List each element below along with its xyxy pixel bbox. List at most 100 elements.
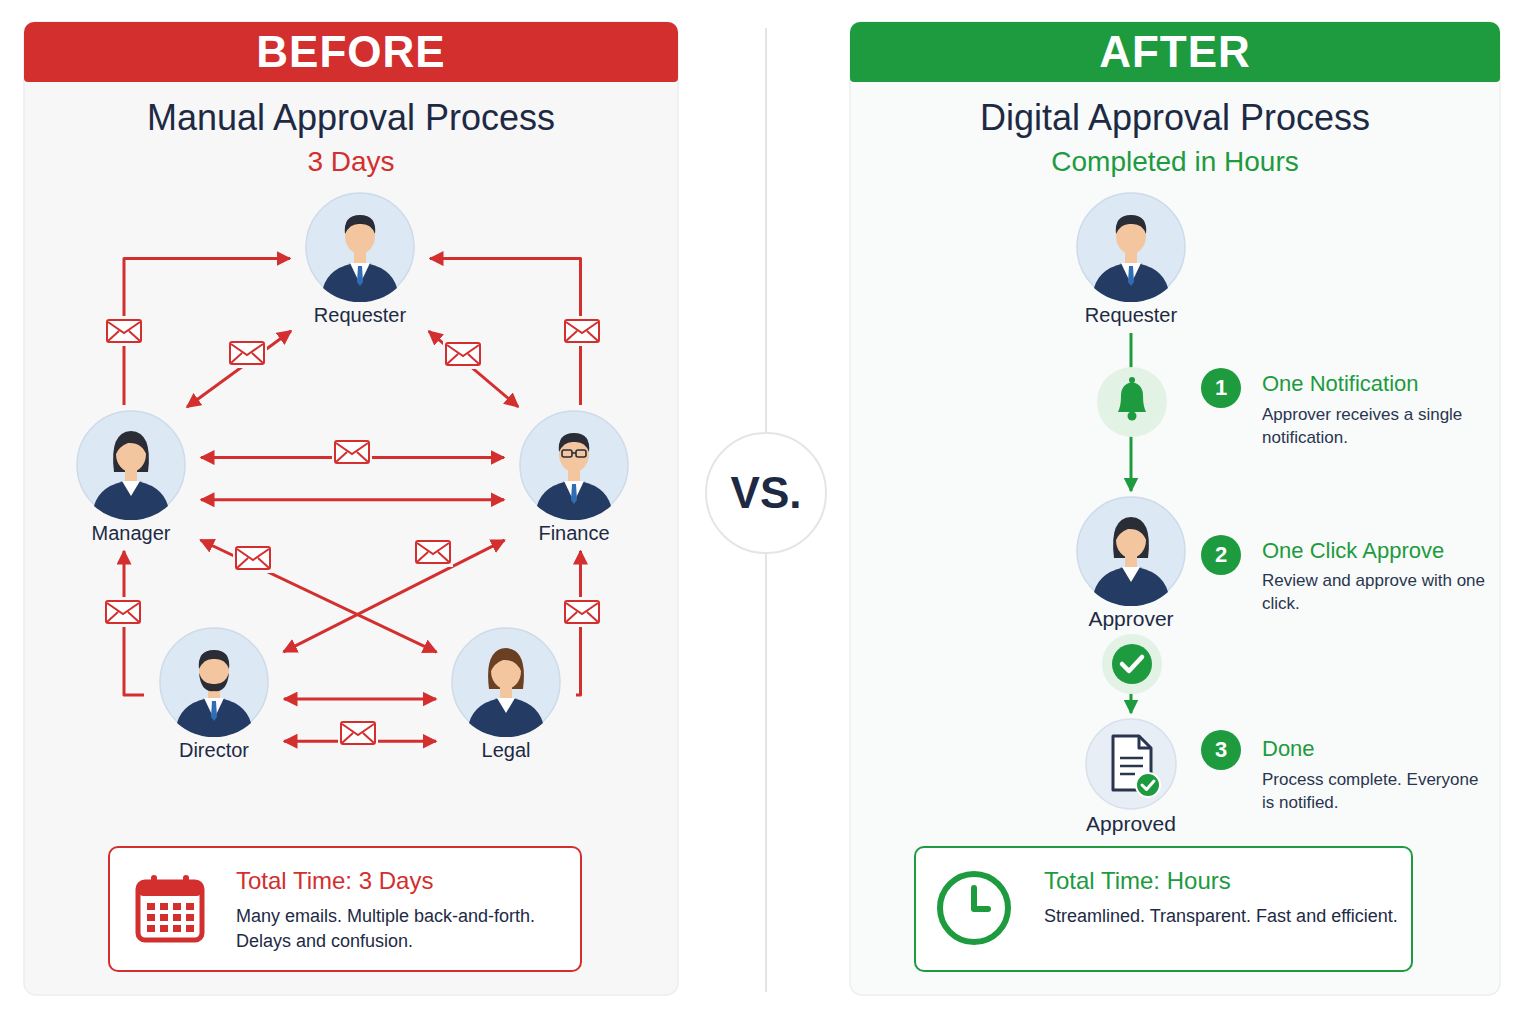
person-label: Requester bbox=[295, 302, 425, 328]
bell-shape bbox=[1118, 382, 1146, 412]
calendar-part bbox=[173, 914, 181, 921]
avatar-part bbox=[537, 480, 611, 520]
bell-top bbox=[1129, 377, 1135, 383]
summary-heading: Total Time: Hours bbox=[1044, 866, 1231, 896]
avatar-part bbox=[211, 701, 217, 721]
bell-icon bbox=[1097, 367, 1167, 437]
envelope-icon bbox=[413, 537, 453, 567]
avatar-part bbox=[490, 651, 522, 673]
panel-subtitle: Completed in Hours bbox=[850, 144, 1500, 180]
step-description: Process complete. Everyone is notified. bbox=[1262, 768, 1494, 814]
clock-part bbox=[940, 874, 1008, 942]
calendar-part bbox=[173, 903, 181, 910]
summary-body: Many emails. Multiple back-and-forth. De… bbox=[236, 904, 570, 954]
avatar-part bbox=[1094, 262, 1168, 302]
calendar-part bbox=[147, 903, 155, 910]
avatar-part bbox=[469, 697, 543, 737]
avatar-part bbox=[94, 480, 168, 520]
person-label: Legal bbox=[441, 737, 571, 763]
connector-arrow bbox=[187, 331, 291, 407]
envelope-icon bbox=[562, 316, 602, 346]
person-label: Manager bbox=[66, 520, 196, 546]
total-node: Total Time: HoursStreamlined. Transparen… bbox=[914, 846, 1413, 972]
person-node: Manager bbox=[66, 410, 196, 546]
document-part bbox=[1136, 773, 1160, 797]
avatar-icon bbox=[76, 410, 186, 520]
avatar-part bbox=[562, 450, 572, 457]
avatar-part bbox=[488, 648, 524, 689]
calendar-part bbox=[173, 925, 181, 932]
avatar-part bbox=[345, 215, 375, 234]
connector-arrow bbox=[284, 540, 505, 652]
person-node: Director bbox=[149, 627, 279, 763]
calendar-part bbox=[138, 882, 202, 896]
avatar-part bbox=[323, 262, 397, 302]
person-node: Approver bbox=[1066, 496, 1196, 632]
avatar-part bbox=[357, 266, 363, 286]
calendar-part bbox=[160, 925, 168, 932]
avatar-part bbox=[1115, 520, 1147, 542]
calendar-part bbox=[183, 875, 189, 889]
callout-number: 2 bbox=[1201, 535, 1241, 575]
connector-arrow bbox=[429, 331, 518, 407]
avatar-part bbox=[305, 192, 415, 302]
step-description: Review and approve with one click. bbox=[1262, 569, 1494, 615]
document-part bbox=[1139, 736, 1151, 748]
avatar-part bbox=[1128, 266, 1134, 286]
avatar-part bbox=[159, 627, 269, 737]
connector-arrow bbox=[201, 498, 504, 501]
envelope-icon bbox=[562, 597, 602, 627]
check-disc bbox=[1112, 644, 1152, 684]
calendar-part bbox=[186, 914, 194, 921]
total-node: Total Time: 3 DaysMany emails. Multiple … bbox=[108, 846, 582, 972]
avatar-part bbox=[576, 450, 586, 457]
summary-body: Streamlined. Transparent. Fast and effic… bbox=[1044, 904, 1401, 929]
person-node: Requester bbox=[1066, 192, 1196, 328]
avatar-part bbox=[1077, 193, 1185, 301]
document-part bbox=[1120, 758, 1143, 774]
avatar-part bbox=[160, 628, 268, 736]
envelope-icon bbox=[104, 316, 144, 346]
envelope-icon bbox=[103, 597, 143, 627]
vs-text: VS. bbox=[707, 434, 825, 552]
person-label: Approver bbox=[1066, 606, 1196, 632]
panel-node: Digital Approval ProcessCompleted in Hou… bbox=[850, 22, 1500, 995]
avatar-part bbox=[1094, 566, 1168, 606]
avatar-part bbox=[497, 698, 515, 713]
calendar-icon bbox=[134, 872, 206, 948]
document-icon bbox=[1085, 718, 1177, 810]
avatar-part bbox=[113, 431, 149, 472]
step-heading: One Notification bbox=[1262, 370, 1419, 398]
avatar-part bbox=[115, 434, 147, 456]
avatar-icon bbox=[451, 627, 561, 737]
envelope-icon bbox=[332, 437, 372, 467]
avatar-part bbox=[451, 627, 561, 737]
avatar-part bbox=[571, 484, 577, 504]
avatar-icon bbox=[159, 627, 269, 737]
connector-arrow bbox=[430, 259, 581, 405]
avatar-part bbox=[1116, 215, 1146, 234]
calendar-part bbox=[151, 875, 157, 889]
avatar-part bbox=[1113, 517, 1149, 558]
envelope-icon bbox=[233, 543, 273, 573]
avatar-part bbox=[306, 193, 414, 301]
check-mark bbox=[1122, 657, 1142, 671]
avatar-part bbox=[1076, 192, 1186, 302]
avatar-part bbox=[559, 433, 589, 452]
band-node: BEFORE bbox=[24, 22, 678, 82]
calendar-part bbox=[134, 872, 206, 944]
person-node: Finance bbox=[509, 410, 639, 546]
person-label: Finance bbox=[509, 520, 639, 546]
person-node: Legal bbox=[441, 627, 571, 763]
avatar-part bbox=[572, 452, 576, 454]
person-label: Requester bbox=[1066, 302, 1196, 328]
envelope-icon bbox=[338, 718, 378, 748]
person-label: Director bbox=[149, 737, 279, 763]
panel-title: Manual Approval Process bbox=[24, 96, 678, 140]
avatar-part bbox=[519, 410, 629, 520]
avatar-icon bbox=[305, 192, 415, 302]
panel-subtitle: 3 Days bbox=[24, 144, 678, 180]
document-part bbox=[1142, 781, 1154, 790]
band-node: AFTER bbox=[850, 22, 1500, 82]
panel-title: Digital Approval Process bbox=[850, 96, 1500, 140]
